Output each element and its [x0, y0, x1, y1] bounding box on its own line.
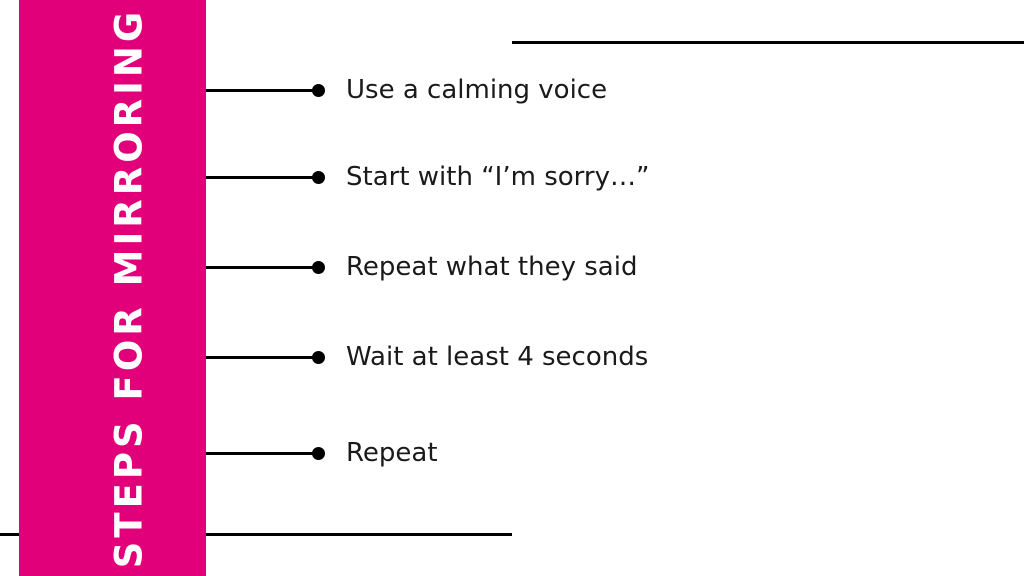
step-connector-line [206, 89, 318, 92]
step-5: Repeat [206, 438, 806, 468]
bullet-dot [312, 261, 325, 274]
bottom-divider-line [0, 533, 512, 536]
bullet-dot [312, 351, 325, 364]
top-divider-line [512, 41, 1024, 44]
step-3: Repeat what they said [206, 252, 806, 282]
title-banner: STEPS FOR MIRRORING [19, 0, 206, 576]
step-connector-line [206, 356, 318, 359]
bullet-dot [312, 447, 325, 460]
step-label: Use a calming voice [346, 75, 608, 105]
step-2: Start with “I’m sorry…” [206, 162, 806, 192]
bullet-dot [312, 84, 325, 97]
step-1: Use a calming voice [206, 75, 806, 105]
step-connector-line [206, 176, 318, 179]
step-connector-line [206, 266, 318, 269]
bullet-dot [312, 171, 325, 184]
step-label: Wait at least 4 seconds [346, 342, 649, 372]
slide-title: STEPS FOR MIRRORING [107, 7, 151, 569]
step-label: Repeat [346, 438, 438, 468]
step-label: Start with “I’m sorry…” [346, 162, 650, 192]
step-4: Wait at least 4 seconds [206, 342, 806, 372]
step-label: Repeat what they said [346, 252, 638, 282]
step-connector-line [206, 452, 318, 455]
